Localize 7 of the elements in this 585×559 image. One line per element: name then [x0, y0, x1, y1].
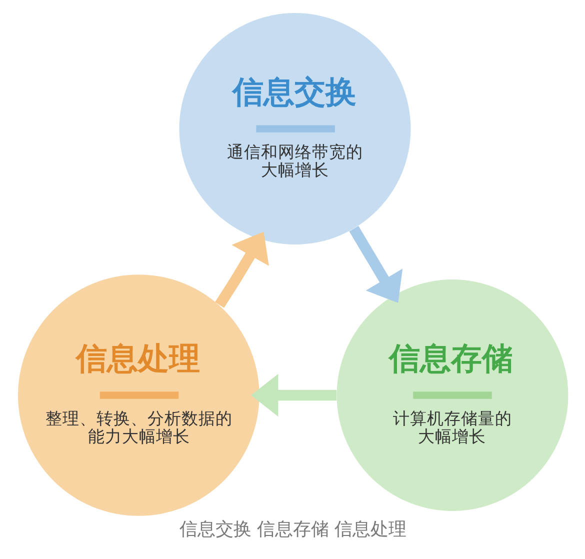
- node-circle: 信息存储 计算机存储量的大幅增长: [336, 280, 568, 511]
- node-circle: 信息交换 通信和网络带宽的大幅增长: [178, 13, 410, 245]
- node-circle: 信息处理 整理、转换、分析数据的能力大幅增长: [18, 274, 259, 516]
- arrow: [214, 232, 268, 308]
- arrow: [348, 226, 402, 303]
- caption: 信息交换 信息存储 信息处理: [178, 519, 406, 540]
- arrow: [250, 374, 336, 417]
